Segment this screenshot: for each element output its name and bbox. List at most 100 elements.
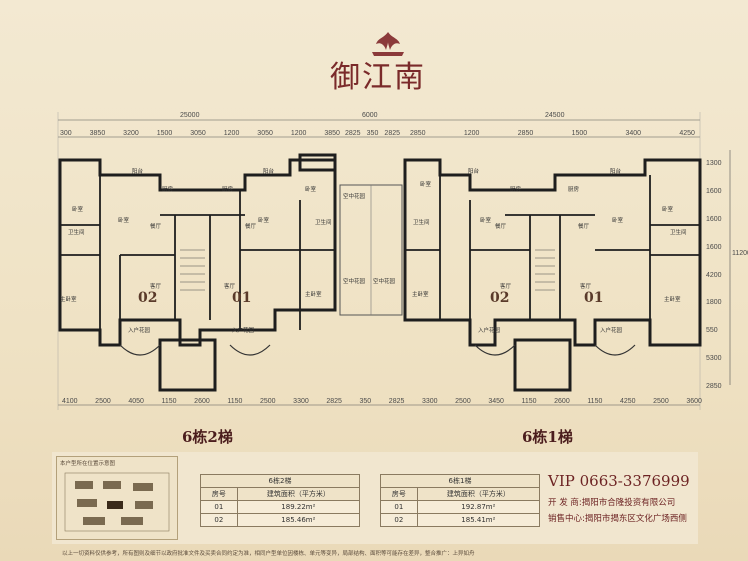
dim: 2500 xyxy=(95,398,111,405)
room-label: 餐厅 xyxy=(150,224,162,230)
dims-top-mid: 2825 350 2825 xyxy=(345,130,400,137)
table-row: 01 189.22m² xyxy=(200,500,361,514)
room-label: 卫生间 xyxy=(670,230,687,236)
brand-logo xyxy=(372,32,404,56)
dim: 2825 xyxy=(388,398,405,405)
dim: 1150 xyxy=(161,398,177,405)
key-plan-map xyxy=(64,472,170,532)
dim: 2850 xyxy=(517,130,534,137)
room-label: 主卧室 xyxy=(305,292,322,298)
table-cell: 02 xyxy=(200,513,238,527)
dim: 2600 xyxy=(554,398,570,405)
room-label: 主卧室 xyxy=(412,292,429,298)
table-header: 建筑面积（平方米） xyxy=(236,487,361,501)
dims-bottom: 4100 2500 4050 1150 2600 1150 2500 3300 … xyxy=(62,398,702,405)
dim: 2500 xyxy=(455,398,471,405)
dim: 4250 xyxy=(619,398,636,405)
dim: 1200 xyxy=(463,130,480,137)
key-plan-caption: 本户型所在位置示意图 xyxy=(60,461,116,467)
dim: 4050 xyxy=(128,398,144,405)
unit-number: 02 xyxy=(490,290,510,306)
dim: 1500 xyxy=(571,130,588,137)
dim: 2600 xyxy=(194,398,210,405)
unit-number: 02 xyxy=(138,290,158,306)
room-label: 餐厅 xyxy=(578,224,590,230)
brand-name: 御江南 xyxy=(330,60,426,95)
table-cell: 192.87m² xyxy=(416,500,541,514)
room-label: 卧室 xyxy=(662,207,674,213)
dim: 1800 xyxy=(706,299,722,307)
table-cell: 01 xyxy=(380,500,418,514)
table-cell: 185.41m² xyxy=(416,513,541,527)
room-label: 空中花园 xyxy=(373,279,396,285)
dim: 3400 xyxy=(625,130,642,137)
dim: 1200 xyxy=(290,130,307,137)
building-label-left: 6栋2梯 xyxy=(182,428,233,446)
room-label: 入户花园 xyxy=(478,328,501,334)
dim: 4250 xyxy=(679,130,695,137)
room-label: 客厅 xyxy=(150,284,162,290)
area-table-right: 6栋1梯 房号 建筑面积（平方米） 01 192.87m² 02 185.41m… xyxy=(380,474,541,527)
dim: 350 xyxy=(366,130,379,137)
table-title: 6栋1梯 xyxy=(380,474,540,488)
developer-info: 开 发 商:揭阳市合隆投资有限公司 xyxy=(548,498,676,508)
room-label: 卧室 xyxy=(258,218,270,224)
room-label: 厨房 xyxy=(222,187,234,193)
vip-hotline: VIP 0663-3376999 xyxy=(548,472,690,490)
room-label: 客厅 xyxy=(224,284,236,290)
dim-overall-right: 24500 xyxy=(545,112,565,119)
dim: 4200 xyxy=(706,271,722,279)
dim: 1150 xyxy=(227,398,243,405)
dims-top-left: 300 3850 3200 1500 3050 1200 3050 1200 3… xyxy=(60,130,340,137)
dim: 3850 xyxy=(89,130,106,137)
room-label: 主卧室 xyxy=(60,297,77,303)
dim: 3850 xyxy=(324,130,340,137)
room-label: 卫生间 xyxy=(68,230,85,236)
dim: 1150 xyxy=(521,398,537,405)
table-cell: 01 xyxy=(200,500,238,514)
room-label: 卧室 xyxy=(305,187,317,193)
room-label: 餐厅 xyxy=(245,224,257,230)
room-label: 客厅 xyxy=(580,284,592,290)
dim: 3050 xyxy=(190,130,206,137)
dim: 1600 xyxy=(706,187,722,195)
dim: 3300 xyxy=(293,398,309,405)
dim: 1150 xyxy=(587,398,603,405)
building-label-right: 6栋1梯 xyxy=(522,428,573,446)
room-label: 厨房 xyxy=(568,187,580,193)
table-header: 房号 xyxy=(200,487,238,501)
room-label: 阳台 xyxy=(468,169,480,175)
key-plan: 本户型所在位置示意图 xyxy=(56,456,178,540)
dim: 1600 xyxy=(706,215,722,223)
sales-center-info: 销售中心:揭阳市揭东区文化广场西侧 xyxy=(548,514,687,524)
dims-right: 1300 1600 1600 1600 4200 1800 550 5300 2… xyxy=(706,160,722,390)
room-label: 阳台 xyxy=(610,169,622,175)
dim: 3450 xyxy=(488,398,504,405)
table-cell: 185.46m² xyxy=(236,513,361,527)
room-label: 厨房 xyxy=(162,187,174,193)
dim-right-total: 11200 xyxy=(732,250,748,257)
unit-number: 01 xyxy=(584,290,604,306)
table-row: 01 192.87m² xyxy=(380,500,541,514)
table-cell: 02 xyxy=(380,513,418,527)
room-label: 卧室 xyxy=(612,218,624,224)
dim: 2500 xyxy=(260,398,276,405)
dim: 5300 xyxy=(706,355,722,363)
dim: 2850 xyxy=(410,130,426,137)
table-header: 建筑面积（平方米） xyxy=(416,487,541,501)
table-header: 房号 xyxy=(380,487,418,501)
room-label: 空中花园 xyxy=(343,279,366,285)
table-row: 02 185.41m² xyxy=(380,513,541,527)
room-label: 客厅 xyxy=(500,284,512,290)
room-label: 阳台 xyxy=(132,169,144,175)
dim-overall-left: 25000 xyxy=(180,112,200,119)
dim: 3200 xyxy=(123,130,139,137)
dim: 3600 xyxy=(686,398,702,405)
area-table-left: 6栋2梯 房号 建筑面积（平方米） 01 189.22m² 02 185.46m… xyxy=(200,474,361,527)
dim: 2825 xyxy=(384,130,400,137)
room-label: 卧室 xyxy=(72,207,84,213)
room-label: 卧室 xyxy=(118,218,130,224)
dim: 1300 xyxy=(706,160,722,167)
room-label: 主卧室 xyxy=(664,297,681,303)
